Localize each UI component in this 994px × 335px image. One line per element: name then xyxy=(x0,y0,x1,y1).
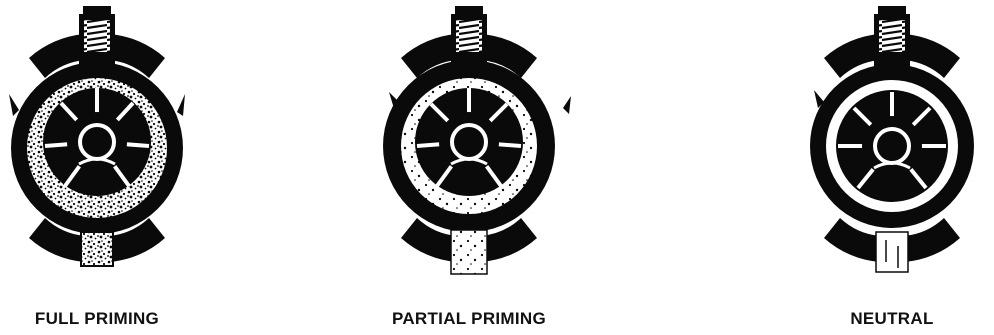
right-arrow-icon xyxy=(563,96,571,114)
spring-icon xyxy=(456,20,482,52)
outlet-port xyxy=(81,232,113,266)
pump-figure-partial-priming: PARTIAL PRIMING xyxy=(339,0,599,335)
pump-figure-neutral: NEUTRAL xyxy=(762,0,994,335)
pump-diagram-neutral xyxy=(762,0,994,300)
outlet-port xyxy=(451,230,487,274)
pump-figure-full-priming: FULL PRIMING xyxy=(0,0,227,335)
right-arrow-icon xyxy=(177,94,185,116)
pump-diagram-partial xyxy=(339,0,599,300)
spring-icon xyxy=(879,20,905,52)
left-arrow-icon xyxy=(9,94,19,116)
caption-partial-priming: PARTIAL PRIMING xyxy=(339,309,599,329)
outlet-port xyxy=(876,232,908,272)
caption-neutral: NEUTRAL xyxy=(762,309,994,329)
spring-icon xyxy=(84,20,110,52)
caption-full-priming: FULL PRIMING xyxy=(0,309,227,329)
pump-diagram-full xyxy=(0,0,227,300)
